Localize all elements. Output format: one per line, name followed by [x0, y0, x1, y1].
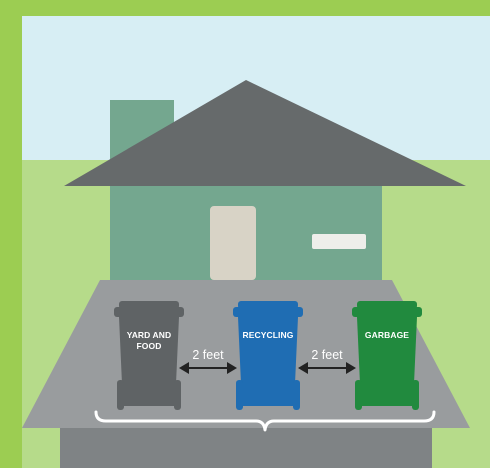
spacing-label: 2 feet: [192, 348, 224, 362]
bin-lid-handle: [357, 301, 417, 309]
bin-wheel: [174, 380, 181, 410]
bin-label-line-1: RECYCLING: [243, 330, 294, 340]
bin-label-line-1: GARBAGE: [365, 330, 409, 340]
house-window: [312, 234, 366, 249]
spacing-label: 2 feet: [311, 348, 343, 362]
bin-yard-and-food: YARD AND FOOD: [114, 301, 184, 410]
bin-wheel: [355, 380, 362, 410]
bin-label-line-1: YARD AND: [127, 330, 172, 340]
bin-wheel: [117, 380, 124, 410]
bin-wheel: [293, 380, 300, 410]
bin-wheel: [412, 380, 419, 410]
bin-garbage: GARBAGE: [352, 301, 422, 410]
bin-lid-handle: [238, 301, 298, 309]
house-door: [210, 206, 256, 280]
bin-lid-handle: [119, 301, 179, 309]
bin-label-line-2: FOOD: [137, 341, 162, 351]
bin-wheel: [236, 380, 243, 410]
bin-recycling: RECYCLING: [233, 301, 303, 410]
driveway-edge: [60, 428, 432, 468]
